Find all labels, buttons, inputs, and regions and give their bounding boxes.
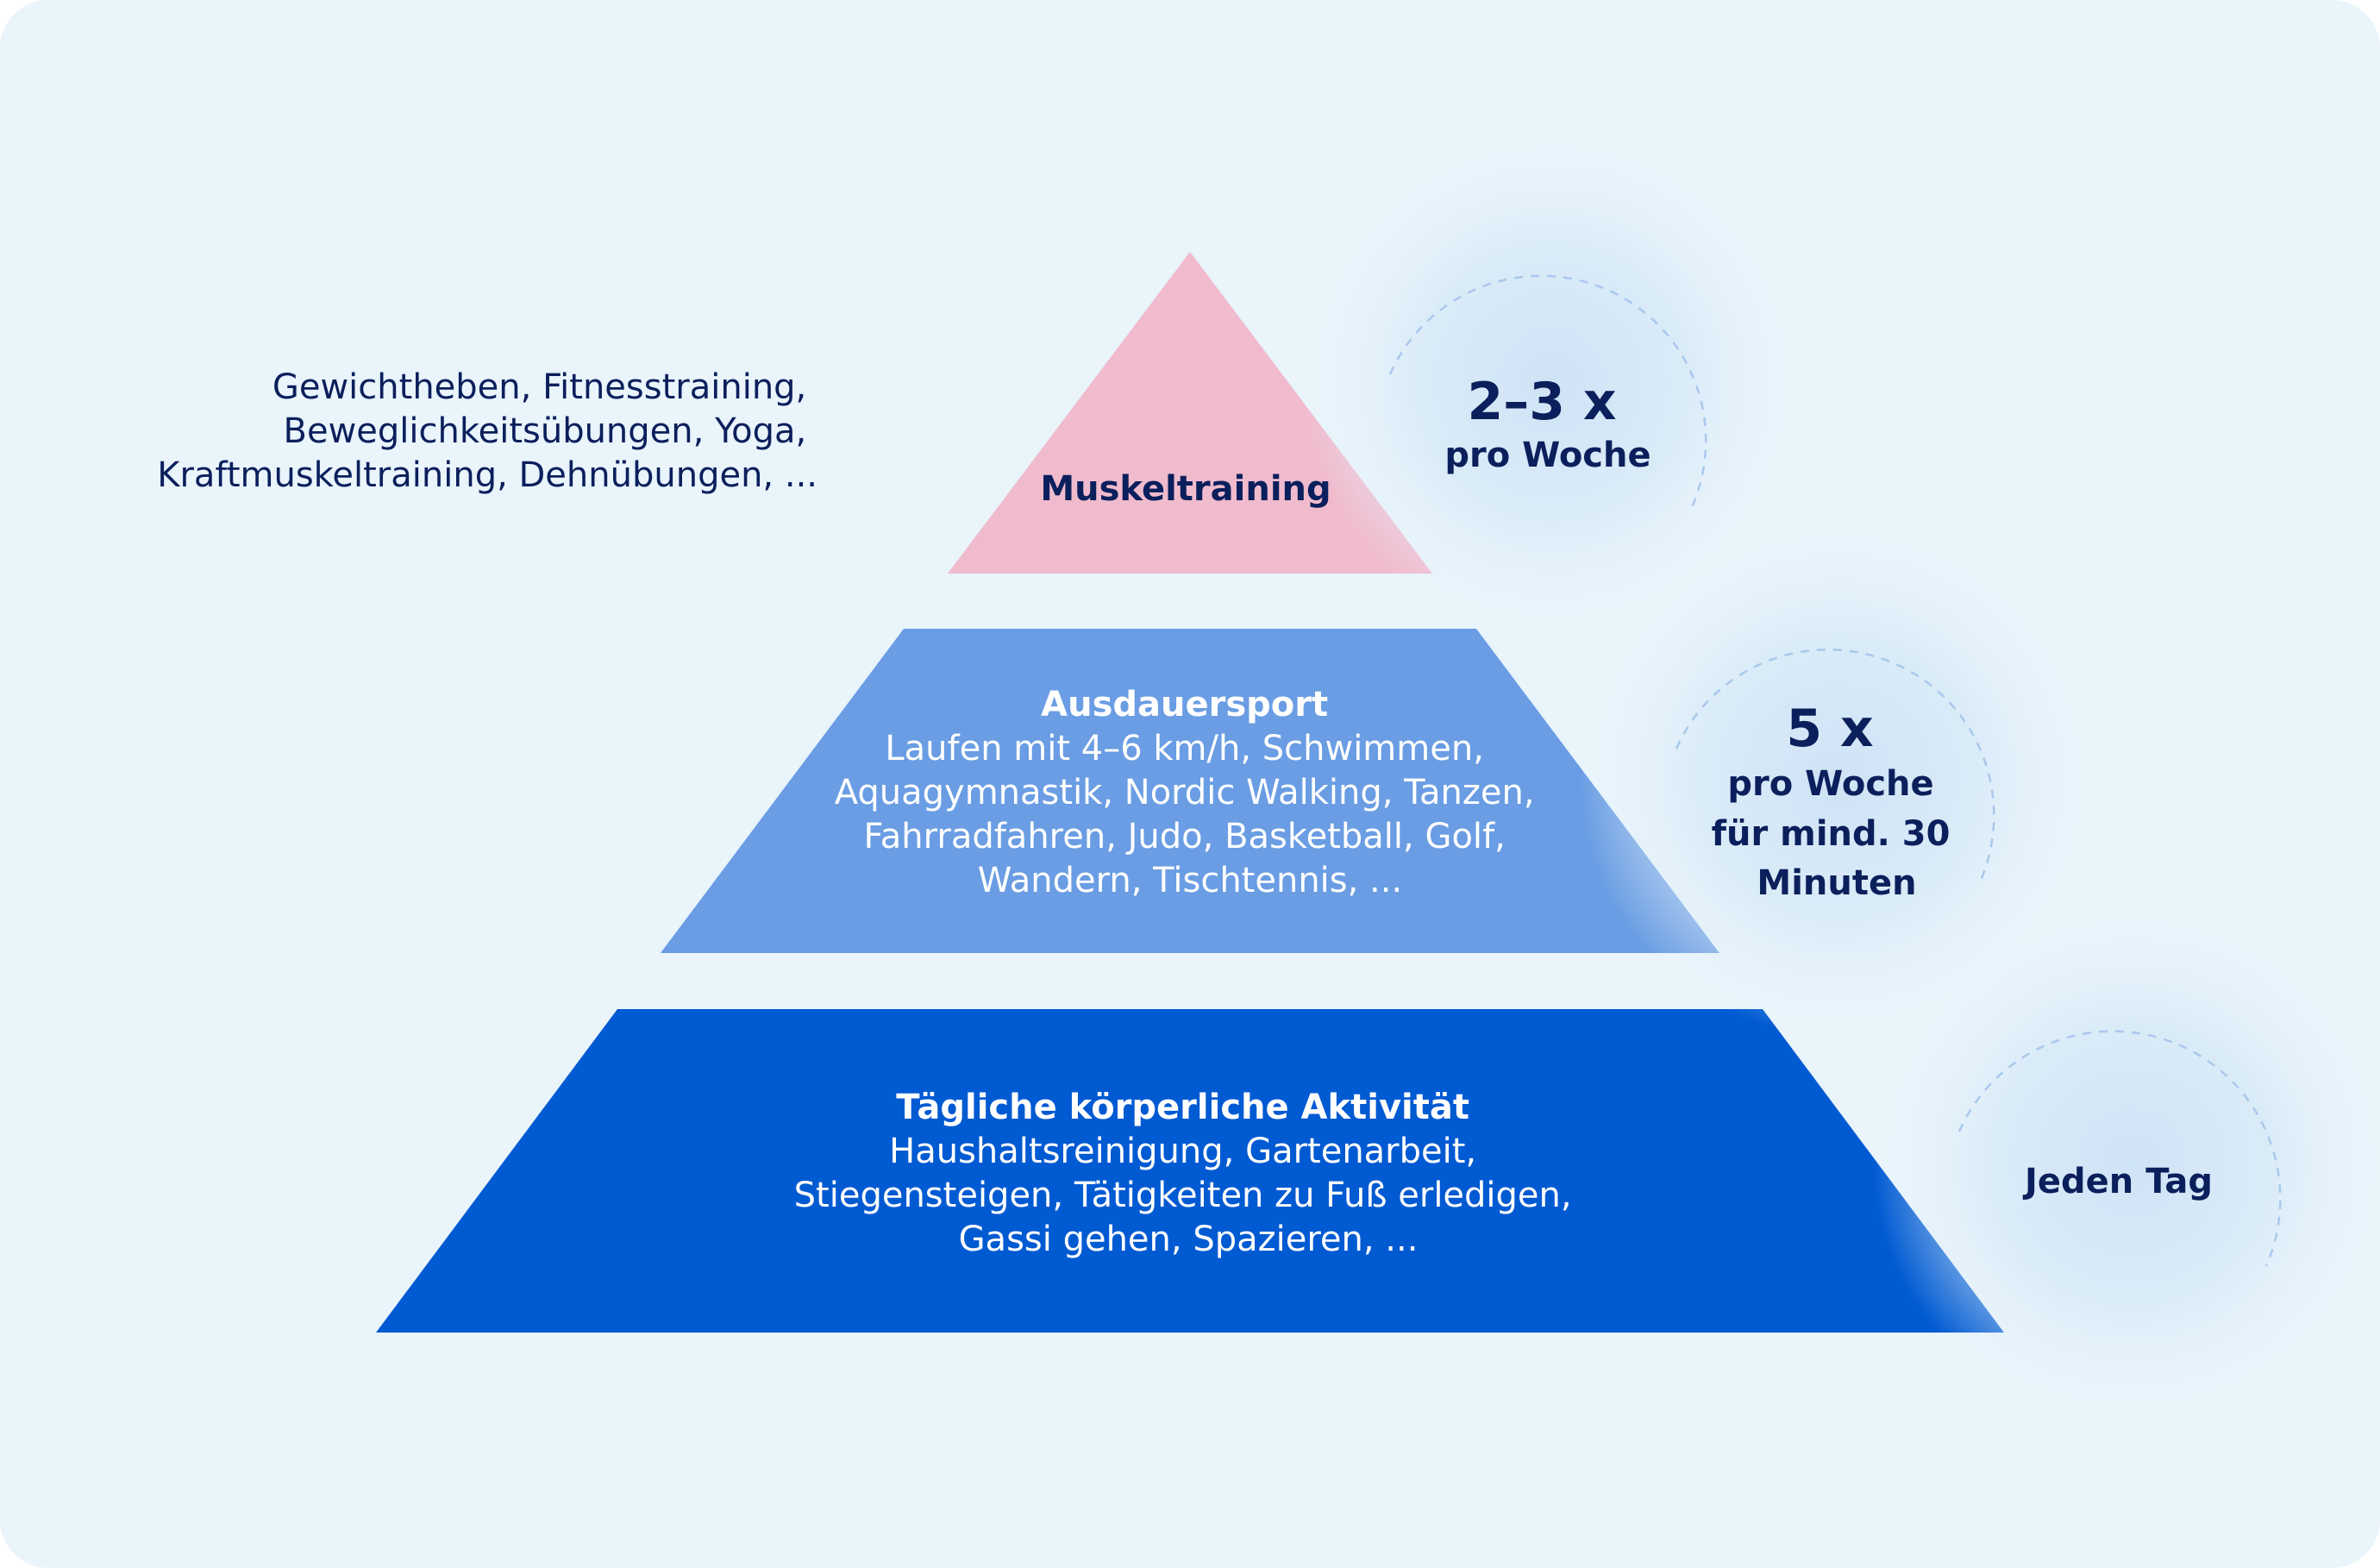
badge-glow (1580, 519, 2097, 1037)
tier-middle-line: Fahrradfahren, Judo, Basketball, Golf, (863, 817, 1505, 856)
frequency-top-big: 2–3 x (1467, 372, 1616, 432)
muscle-examples-text: Gewichtheben, Fitnesstraining, Beweglich… (157, 367, 817, 495)
frequency-middle-big: 5 x (1786, 699, 1873, 759)
frequency-middle-text: pro Woche für mind. 30 Minuten (1712, 764, 1963, 903)
frequency-top-label: pro Woche (1444, 436, 1650, 475)
badge-dashed-arc (1957, 1030, 2282, 1267)
frequency-bottom-label: Jeden Tag (2022, 1162, 2213, 1201)
frequency-badge-top: 2–3 x pro Woche (1302, 131, 1802, 631)
tier-bottom-title: Tägliche körperliche Aktivität (896, 1088, 1469, 1127)
frequency-badge-middle: 5 x pro Woche für mind. 30 Minuten (1580, 519, 2097, 1037)
muscle-example-line: Beweglichkeitsübungen, Yoga, (284, 411, 807, 451)
tier-bottom-line: Stiegensteigen, Tätigkeiten zu Fuß erled… (794, 1176, 1572, 1215)
muscle-example-line: Kraftmuskeltraining, Dehnübungen, ... (157, 455, 817, 495)
tier-middle-line: Laufen mit 4–6 km/h, Schwimmen, (885, 729, 1484, 768)
tier-middle-line: Wandern, Tischtennis, ... (978, 861, 1402, 900)
badge-glow (1873, 904, 2380, 1421)
frequency-middle-line: pro Woche (1727, 764, 1933, 804)
badge-glow (1302, 131, 1802, 631)
tier-middle-line: Aquagymnastik, Nordic Walking, Tanzen, (835, 773, 1535, 812)
frequency-middle-line: für mind. 30 (1712, 814, 1951, 854)
frequency-middle-line: Minuten (1757, 863, 1916, 903)
frequency-badge-bottom: Jeden Tag (1873, 904, 2380, 1421)
tier-bottom-line: Gassi gehen, Spazieren, ... (959, 1220, 1419, 1259)
tier-top-triangle (948, 252, 1432, 574)
tier-middle-trapezoid (661, 629, 1719, 953)
tier-middle-title: Ausdauersport (1041, 685, 1328, 724)
tier-top-title: Muskeltraining (1040, 469, 1331, 509)
tier-bottom-content: Tägliche körperliche Aktivität Haushalts… (794, 1088, 1583, 1259)
tier-middle-content: Ausdauersport Laufen mit 4–6 km/h, Schwi… (835, 685, 1546, 900)
tier-bottom-trapezoid (376, 1009, 2004, 1333)
tier-bottom-line: Haushaltsreinigung, Gartenarbeit, (889, 1132, 1476, 1171)
muscle-example-line: Gewichtheben, Fitnesstraining, (272, 367, 806, 407)
